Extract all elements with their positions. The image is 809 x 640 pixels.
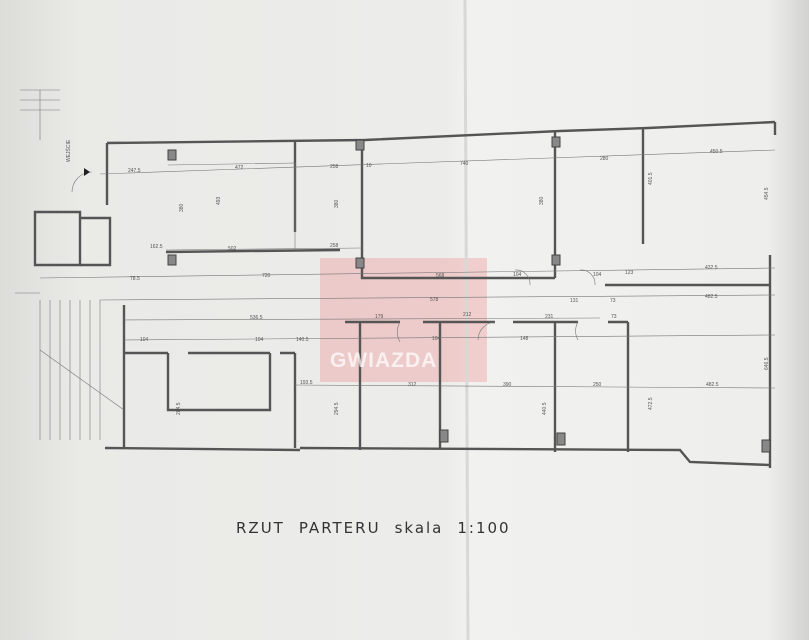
dimension-label: 401.5 — [648, 172, 654, 185]
dimension-label: 440.5 — [542, 402, 548, 415]
dimension-label: 73 — [611, 314, 617, 320]
title-part: PARTERU — [298, 519, 381, 537]
dimension-label: 568 — [436, 273, 445, 279]
dimension-label: 104 — [255, 337, 264, 343]
dimension-label: 294.5 — [334, 402, 340, 415]
watermark: GWIAZDA — [330, 349, 438, 372]
dimension-label: 179 — [375, 314, 384, 320]
dimension-label: 162.5 — [150, 244, 163, 250]
dimension-label: 258 — [330, 164, 339, 170]
dimension-label: 123 — [625, 270, 634, 276]
dimension-label: 212 — [463, 312, 472, 318]
dimension-label: 380 — [539, 196, 545, 205]
dimension-label: 502 — [228, 246, 237, 252]
dimension-label: 482.5 — [706, 382, 719, 388]
dimension-label: 450.5 — [710, 149, 723, 155]
dimension-label: 578 — [430, 297, 439, 303]
dimension-label: 380 — [179, 203, 185, 212]
dimension-label: 432.5 — [705, 265, 718, 271]
entrance-arrow-icon — [84, 168, 90, 176]
dimension-label: 148 — [520, 336, 529, 342]
dimension-label: 380 — [334, 199, 340, 208]
dimension-label: 740 — [460, 161, 469, 167]
title-part: skala — [394, 519, 444, 537]
dimension-label: 250 — [593, 382, 602, 388]
dimension-labels: 247.5 472 493 380 502 258 258 380 10 740 280 450.5 4… — [128, 149, 770, 415]
title-part: RZUT — [236, 519, 285, 537]
dimension-label: 472.5 — [648, 397, 654, 410]
dimension-label: 140.5 — [296, 337, 309, 343]
dimension-label: 472 — [235, 165, 244, 171]
dimension-label: 10 — [366, 163, 372, 169]
entrance-label: WEJŚCIE — [64, 139, 72, 162]
dimension-label: 536.5 — [250, 315, 263, 321]
dimension-label: 104 — [140, 337, 149, 343]
dimension-label: 247.5 — [128, 168, 141, 174]
dimension-label: 482.5 — [705, 294, 718, 300]
dimension-label: 131 — [570, 298, 579, 304]
dimension-label: 280 — [600, 156, 609, 162]
walls — [33, 120, 777, 468]
title-part: 1:100 — [457, 519, 511, 537]
dimension-label: 258 — [330, 243, 339, 249]
dimension-label: 284.5 — [176, 402, 182, 415]
paper-fold — [463, 0, 470, 640]
dimension-label: 454.5 — [764, 187, 770, 200]
dimension-label: 73 — [610, 298, 616, 304]
dimension-label: 493 — [216, 196, 222, 205]
dimension-label: 104 — [513, 272, 522, 278]
dimension-label: 78.5 — [130, 276, 140, 282]
dimension-label: 390 — [503, 382, 512, 388]
plan-title: RZUT PARTERU skala 1:100 — [236, 519, 525, 537]
dimension-label: 104 — [593, 272, 602, 278]
dimension-label: 193.5 — [300, 380, 313, 386]
dimension-label: 646.5 — [764, 357, 770, 370]
dimension-label: 104 — [432, 336, 441, 342]
dimension-label: 720 — [262, 273, 271, 279]
dimension-label: 312 — [408, 382, 417, 388]
dimension-label: 231 — [545, 314, 554, 320]
